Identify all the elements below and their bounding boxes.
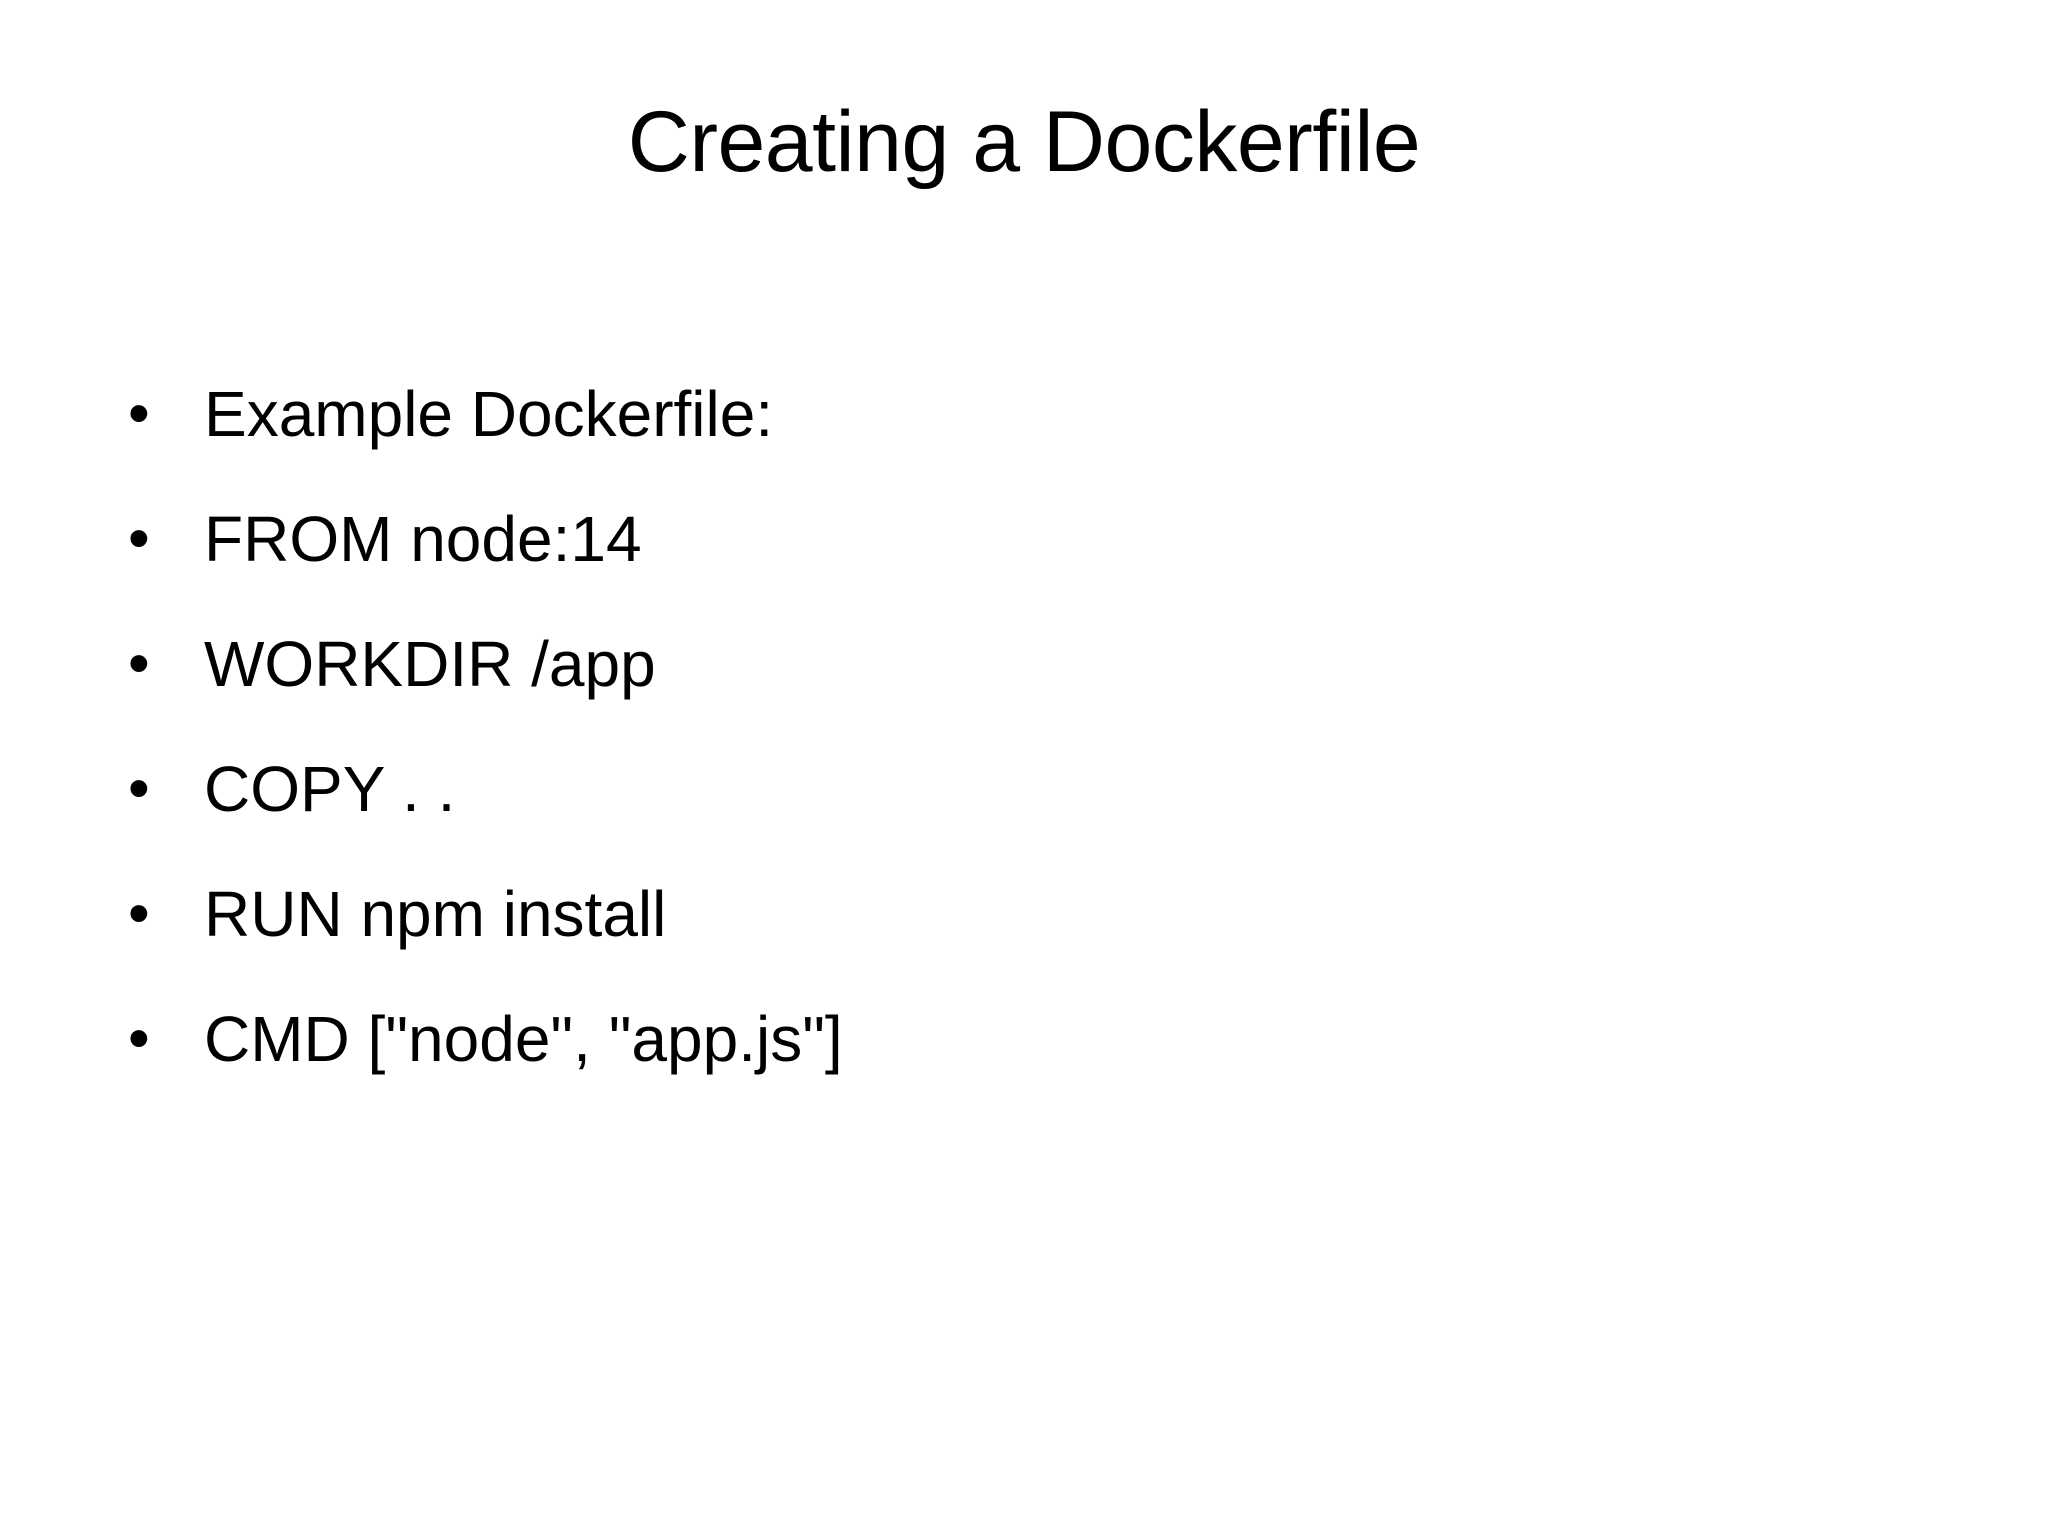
list-item: • CMD ["node", "app.js"] (118, 997, 1938, 1122)
list-item: • FROM node:14 (118, 497, 1938, 622)
list-item: • Example Dockerfile: (118, 372, 1938, 497)
list-item: • COPY . . (118, 747, 1938, 872)
bullet-point-icon: • (128, 629, 150, 698)
bullet-point-icon: • (128, 754, 150, 823)
bullet-item-label: Example Dockerfile: (204, 378, 774, 450)
list-item: • RUN npm install (118, 872, 1938, 997)
bullet-point-icon: • (128, 504, 150, 573)
bullet-item-label: WORKDIR /app (204, 628, 656, 700)
page-title: Creating a Dockerfile (627, 94, 1421, 190)
bullet-point-icon: • (128, 379, 150, 448)
bullet-item-label: COPY . . (204, 753, 456, 825)
bullet-item-label: RUN npm install (204, 878, 667, 950)
bullet-point-icon: • (128, 879, 150, 948)
bullet-item-label: FROM node:14 (204, 503, 642, 575)
list-item: • WORKDIR /app (118, 622, 1938, 747)
bullet-list: • Example Dockerfile: • FROM node:14 • W… (118, 372, 1938, 1122)
bullet-item-label: CMD ["node", "app.js"] (204, 1003, 843, 1075)
bullet-point-icon: • (128, 1004, 150, 1073)
